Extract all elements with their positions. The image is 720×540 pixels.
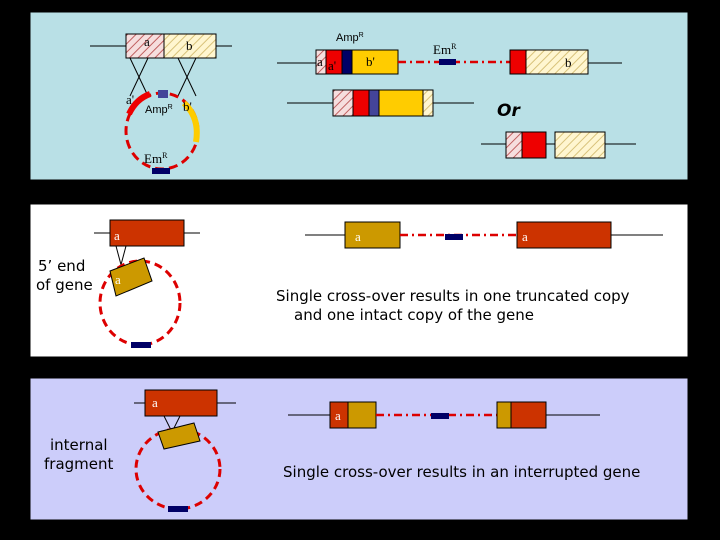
int-b-prime-label: b' xyxy=(366,54,375,69)
alt1-a-red xyxy=(352,89,370,117)
int-amp-marker xyxy=(341,49,353,75)
em-top-label: EmR xyxy=(433,42,457,57)
p3-result-red-right xyxy=(510,401,547,429)
or-label: Or xyxy=(497,101,521,121)
int-a-prime-label: a' xyxy=(328,58,336,73)
p3-gene-box xyxy=(144,389,218,417)
p2-caption-line2: and one intact copy of the gene xyxy=(294,306,534,324)
p2-plasmid-fragment xyxy=(109,257,153,297)
p3-result-gold-left xyxy=(347,401,377,429)
p3-result-marker xyxy=(431,413,449,419)
plasmid-circle-3 xyxy=(134,427,222,511)
p3-side-label-1: internal xyxy=(50,436,108,454)
alt2-a-hatched xyxy=(505,131,523,159)
p2-result-a2-box xyxy=(516,221,612,249)
plasmid-a-prime-segment xyxy=(126,91,152,116)
panel-internal-fragment xyxy=(29,377,689,521)
p2-plasmid-a-label: a xyxy=(115,272,121,287)
p3-caption: Single cross-over results in an interrup… xyxy=(283,463,640,481)
alt1-b-yellow xyxy=(378,89,424,117)
region-a-label: a xyxy=(144,34,150,49)
int-em-marker xyxy=(439,59,456,65)
amp-top-label: AmpR xyxy=(336,32,364,44)
p3-result-gold-right xyxy=(496,401,512,429)
alt1-b-hatched xyxy=(422,89,434,117)
p2-gene-box xyxy=(109,219,185,247)
plasmid-em-label: EmR xyxy=(144,151,168,166)
int-a-red-2 xyxy=(509,49,527,75)
int-b-hatched xyxy=(525,49,589,75)
p3-result-a-label: a xyxy=(335,408,341,423)
plasmid-amp-marker xyxy=(158,90,168,98)
int-b-label: b xyxy=(565,55,572,70)
p3-plasmid-fragment xyxy=(157,422,201,450)
p2-result-marker xyxy=(445,234,463,240)
p2-side-label-1: 5’ end xyxy=(38,257,85,275)
p2-plasmid-marker xyxy=(131,342,151,348)
alt2-b-hatched xyxy=(554,131,606,159)
p2-result-a1-box xyxy=(344,221,401,249)
int-b-prime-yellow xyxy=(351,49,399,75)
p2-caption-line1: Single cross-over results in one truncat… xyxy=(276,287,630,305)
p3-side-label-2: fragment xyxy=(44,455,114,473)
alt2-a-red xyxy=(521,131,547,159)
region-b-box xyxy=(163,33,217,59)
plasmid-circle-2 xyxy=(98,259,182,347)
alt1-a-hatched xyxy=(332,89,354,117)
int-a-label: a xyxy=(317,54,323,69)
p2-side-label-2: of gene xyxy=(36,276,93,294)
crossover-lines xyxy=(129,57,197,97)
plasmid-b-prime-segment xyxy=(181,100,200,143)
p2-result-a2-label: a xyxy=(522,229,528,244)
region-b-label: b xyxy=(186,38,193,53)
plasmid-b-prime-label: b' xyxy=(183,99,192,114)
p2-gene-a-label: a xyxy=(114,228,120,243)
plasmid-amp-label: AmpR xyxy=(145,104,173,116)
p2-result-a1-label: a xyxy=(355,229,361,244)
p3-gene-a-label: a xyxy=(152,395,158,410)
plasmid-em-marker xyxy=(152,168,170,174)
alt1-amp xyxy=(368,89,380,117)
plasmid-a-prime-label: a' xyxy=(126,92,134,107)
p3-plasmid-marker xyxy=(168,506,188,512)
region-a-box xyxy=(125,33,165,59)
